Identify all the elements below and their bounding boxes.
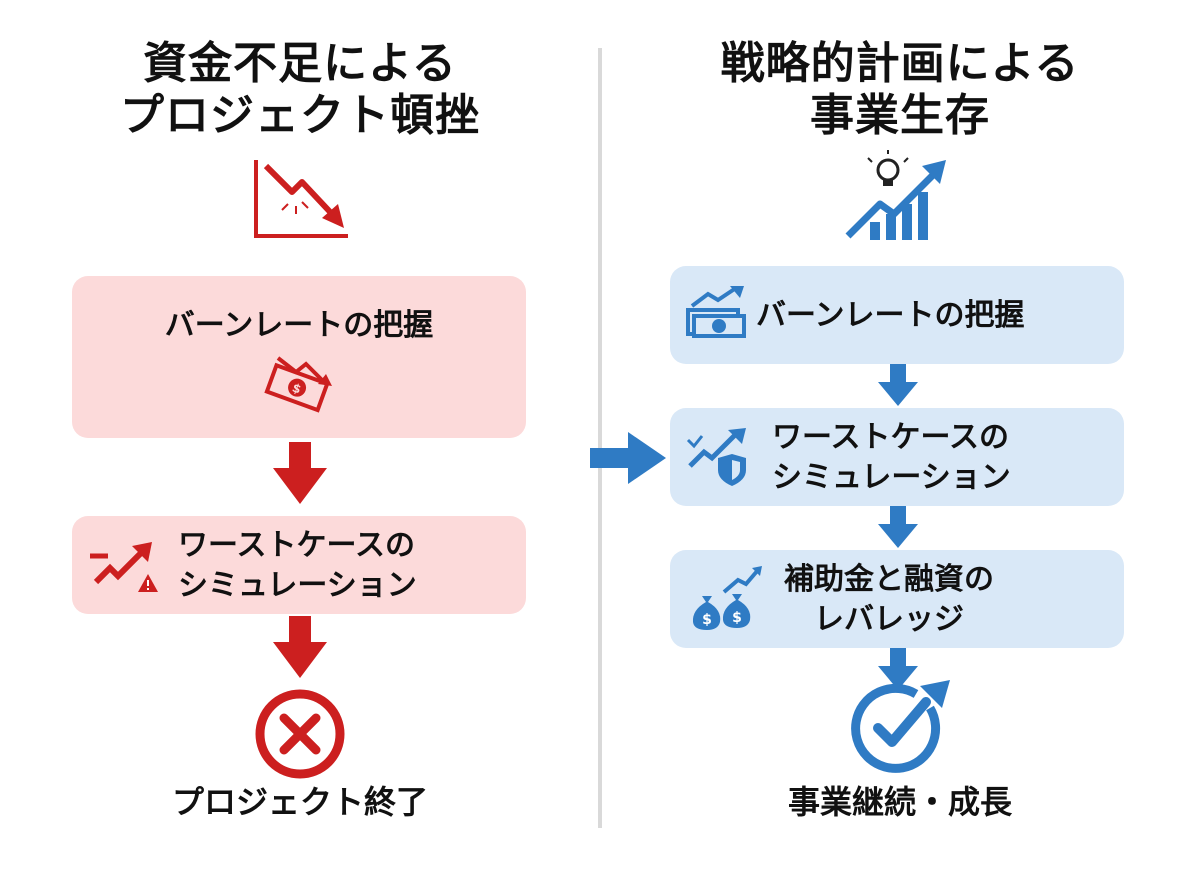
left-down-arrow-2 bbox=[273, 616, 327, 678]
left-step-burn-rate-label: バーンレートの把握 bbox=[164, 308, 434, 343]
left-step-worst-case bbox=[72, 516, 526, 614]
x-circle-icon bbox=[255, 689, 345, 779]
right-step-leverage-line2: レバレッジ bbox=[814, 602, 964, 637]
right-title: 戦略的計画による 事業生存 bbox=[680, 38, 1120, 142]
right-step-leverage-label: 補助金と融資の レバレッジ bbox=[784, 560, 994, 640]
warning-trend-icon bbox=[90, 542, 158, 592]
falling-money-icon: $ bbox=[264, 356, 332, 413]
center-right-arrow bbox=[590, 432, 666, 484]
right-down-arrow-1 bbox=[878, 364, 918, 406]
left-step-worst-case-line1: ワーストケースの bbox=[178, 528, 415, 563]
right-step-leverage-line1: 補助金と融資の bbox=[784, 562, 994, 597]
center-divider bbox=[598, 48, 602, 828]
shield-trend-icon bbox=[686, 428, 746, 486]
left-title: 資金不足による プロジェクト頓挫 bbox=[80, 38, 520, 142]
left-step-burn-rate bbox=[72, 276, 526, 438]
svg-text:$: $ bbox=[732, 610, 742, 626]
left-step-worst-case-line2: シミュレーション bbox=[178, 568, 417, 603]
left-result-label: プロジェクト終了 bbox=[171, 783, 428, 821]
growth-lightbulb-icon bbox=[845, 150, 946, 240]
check-circle-icon bbox=[851, 680, 950, 773]
right-step-leverage bbox=[670, 550, 1124, 648]
right-down-arrow-3 bbox=[878, 648, 918, 690]
right-step-worst-case-line2: シミュレーション bbox=[772, 460, 1011, 495]
left-down-arrow-1 bbox=[273, 442, 327, 504]
declining-chart-icon bbox=[254, 160, 348, 238]
left-title-line2: プロジェクト頓挫 bbox=[120, 90, 480, 141]
right-title-line1: 戦略的計画による bbox=[720, 38, 1080, 89]
right-step-worst-case-label: ワーストケースの シミュレーション bbox=[772, 418, 1011, 498]
money-bags-icon: $ $ bbox=[692, 566, 762, 630]
left-step-worst-case-label: ワーストケースの シミュレーション bbox=[178, 526, 417, 606]
cash-growth-icon bbox=[686, 286, 746, 338]
left-title-line1: 資金不足による bbox=[143, 38, 457, 89]
right-step-worst-case bbox=[670, 408, 1124, 506]
right-title-line2: 事業生存 bbox=[810, 90, 990, 141]
right-result-label: 事業継続・成長 bbox=[787, 783, 1012, 821]
right-step-worst-case-line1: ワーストケースの bbox=[772, 420, 1009, 455]
right-step-burn-rate-label: バーンレートの把握 bbox=[756, 298, 1025, 333]
right-down-arrow-2 bbox=[878, 506, 918, 548]
svg-text:$: $ bbox=[702, 612, 712, 628]
